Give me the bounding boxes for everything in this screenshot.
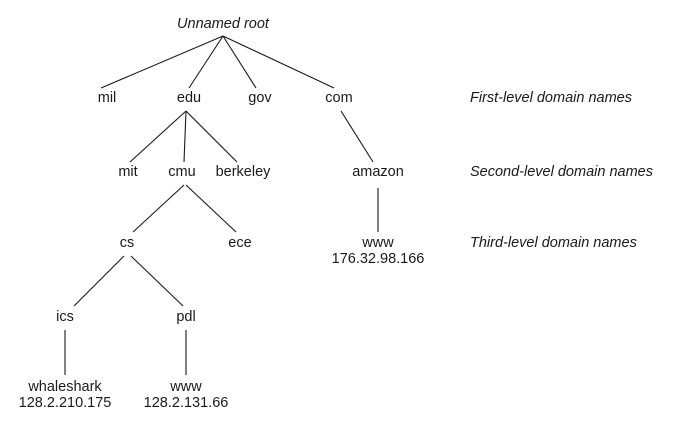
- node-pdl-www: www 128.2.131.66: [144, 379, 229, 411]
- root-node-label: Unnamed root: [177, 16, 269, 32]
- edge-edu-berkeley: [185, 110, 238, 163]
- edge-edu-cmu: [183, 110, 187, 163]
- node-ece: ece: [228, 235, 252, 251]
- whaleshark-name: whaleshark: [28, 379, 102, 395]
- node-mil: mil: [97, 90, 117, 106]
- node-gov: gov: [248, 90, 272, 106]
- node-cmu: cmu: [168, 164, 196, 180]
- edge-cmu-ece: [185, 184, 237, 233]
- edge-root-com: [222, 35, 335, 89]
- node-amazon: amazon: [352, 164, 404, 180]
- edge-cs-pdl: [130, 255, 184, 307]
- edge-root-edu: [188, 35, 224, 89]
- edge-com-amazon: [340, 110, 374, 163]
- amazon-www-ip: 176.32.98.166: [331, 251, 425, 267]
- node-berkeley: berkeley: [215, 164, 271, 180]
- amazon-www-name: www: [362, 235, 394, 251]
- node-pdl: pdl: [176, 309, 196, 325]
- level-label-first: First-level domain names: [470, 90, 632, 106]
- node-cs: cs: [119, 235, 135, 251]
- whaleshark-ip: 128.2.210.175: [18, 395, 112, 411]
- node-com: com: [325, 90, 353, 106]
- edge-root-gov: [222, 35, 257, 89]
- edge-root-mil: [100, 35, 224, 89]
- level-label-third: Third-level domain names: [470, 235, 637, 251]
- node-edu: edu: [176, 90, 202, 106]
- edge-cs-ics: [73, 255, 125, 307]
- node-whaleshark: whaleshark 128.2.210.175: [19, 379, 112, 411]
- level-label-second: Second-level domain names: [470, 164, 653, 180]
- node-amazon-www: www 176.32.98.166: [332, 235, 425, 267]
- node-ics: ics: [56, 309, 74, 325]
- pdl-www-ip: 128.2.131.66: [143, 395, 229, 411]
- pdl-www-name: www: [170, 379, 202, 395]
- node-mit: mit: [118, 164, 138, 180]
- edge-edu-mit: [129, 110, 187, 163]
- edge-cmu-cs: [132, 184, 185, 233]
